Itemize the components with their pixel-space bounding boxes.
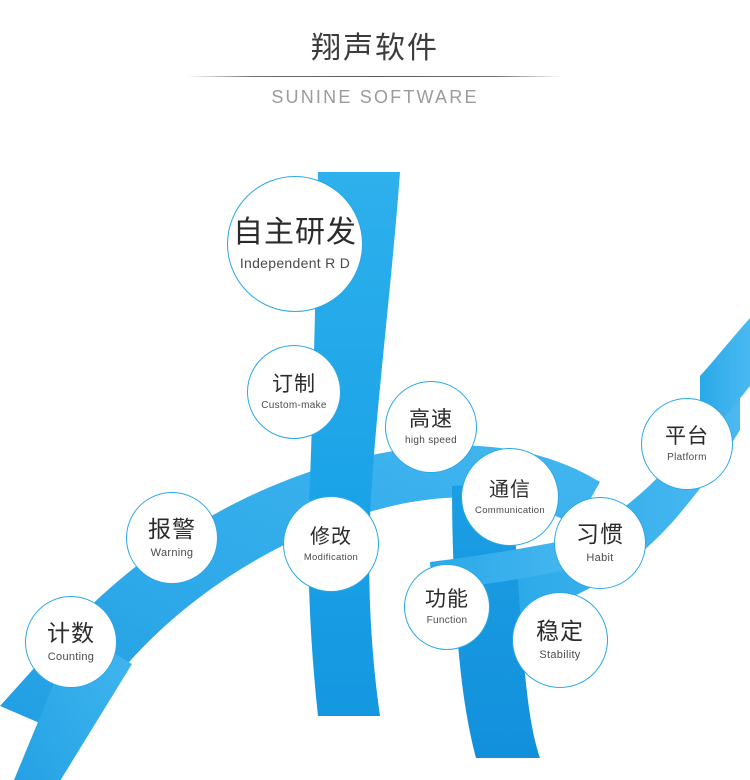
node-title-en: Habit [586,551,614,564]
node-counting[interactable]: 计数 Counting [25,596,117,688]
feature-diagram: 自主研发 Independent R D 订制 Custom-make 高速 h… [0,130,750,780]
node-title-cn: 习惯 [576,521,624,548]
node-stability[interactable]: 稳定 Stability [512,592,608,688]
node-title-cn: 计数 [47,620,95,647]
node-title-en: high speed [405,435,457,446]
node-title-cn: 订制 [272,372,316,396]
page-subtitle: SUNINE SOFTWARE [271,87,479,107]
node-title-en: Function [426,615,468,626]
node-title-cn: 修改 [310,524,352,548]
node-title-cn: 报警 [148,516,196,543]
node-title-en: Communication [475,505,545,516]
node-title-en: Stability [539,648,581,661]
node-title-cn: 高速 [409,407,453,431]
node-communication[interactable]: 通信 Communication [461,448,559,546]
node-title-cn: 功能 [425,587,469,611]
node-title-cn: 通信 [489,477,531,501]
node-modification[interactable]: 修改 Modification [283,496,379,592]
node-warning[interactable]: 报警 Warning [126,492,218,584]
node-title-cn: 自主研发 [233,215,357,250]
node-title-en: Counting [47,650,95,663]
node-title-en: Platform [667,452,707,463]
page-title: 翔声软件 [311,31,439,66]
node-title-en: Custom-make [261,400,327,411]
node-platform[interactable]: 平台 Platform [641,398,733,490]
node-custom-make[interactable]: 订制 Custom-make [247,345,341,439]
node-function[interactable]: 功能 Function [404,564,490,650]
node-title-en: Modification [303,552,359,563]
ribbon-connector-graphic [0,172,750,780]
node-title-en: Warning [150,546,194,559]
page-header: 翔声软件 SUNINE SOFTWARE [0,0,750,130]
node-habit[interactable]: 习惯 Habit [554,497,646,589]
node-independent-rd[interactable]: 自主研发 Independent R D [227,176,363,312]
node-title-cn: 稳定 [536,618,584,645]
header-divider [187,76,563,77]
ribbon-descending-branch [452,482,540,758]
node-title-cn: 平台 [665,424,709,448]
node-high-speed[interactable]: 高速 high speed [385,381,477,473]
node-title-en: Independent R D [239,255,351,271]
